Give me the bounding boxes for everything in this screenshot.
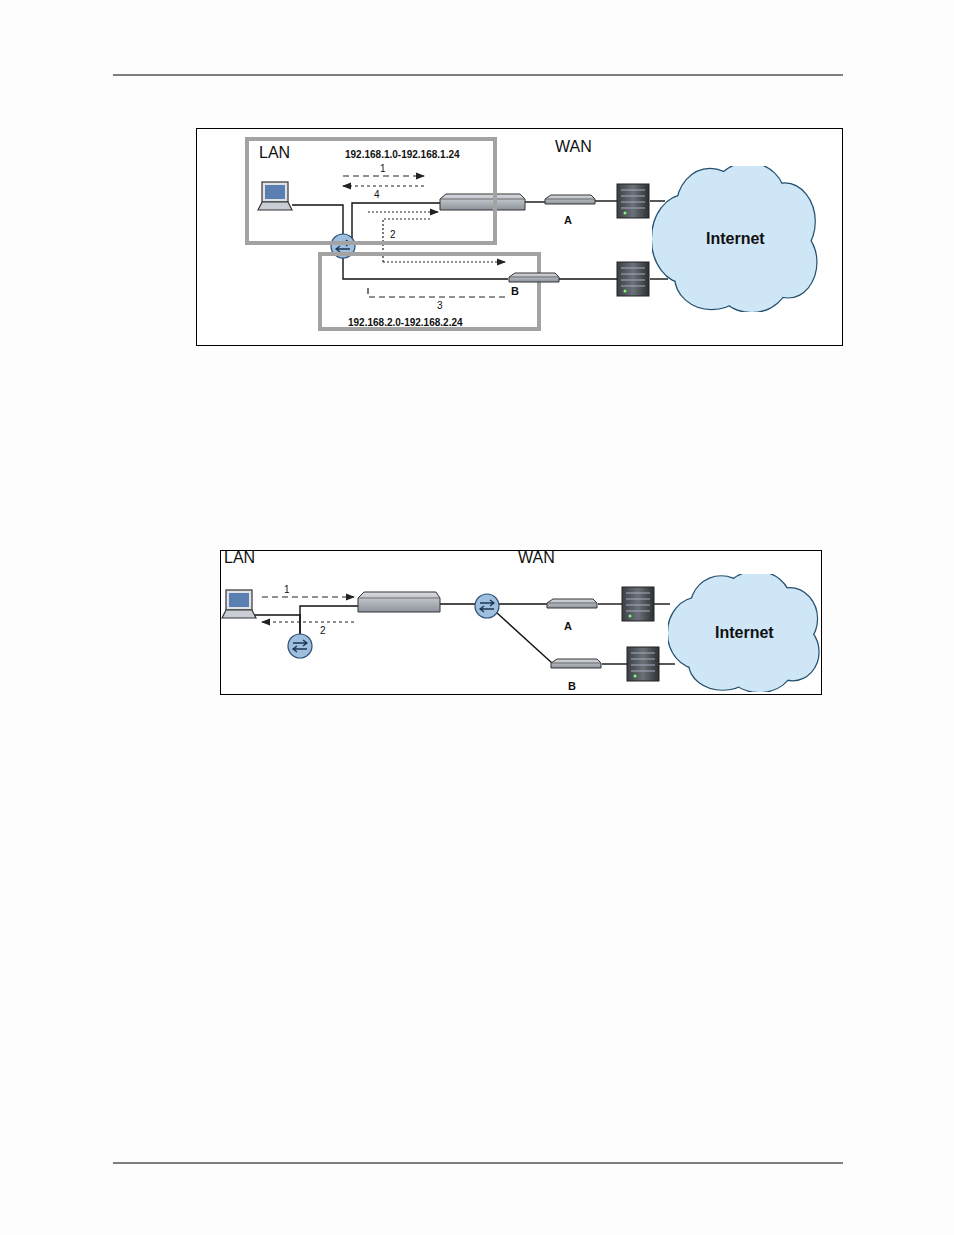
callout-number: 3 [437,300,443,311]
zone-label: LAN [224,549,255,567]
cloud-label: Internet [706,230,765,248]
zone-label: LAN [259,144,290,162]
cloud-label: Internet [715,624,774,642]
modem-icon [544,194,604,208]
device-letter: A [564,214,572,226]
modem-a: A [546,598,602,634]
callout-number: 4 [374,189,380,200]
modem-b: B [550,658,606,694]
modem-b: B [506,272,558,298]
device-letter: B [568,680,576,692]
callout-number: 2 [320,625,326,636]
modem-icon [546,598,606,612]
lan-region: LAN 192.168.1.0-192.168.1.24 [245,137,497,245]
modem-a: A [544,194,600,230]
callout-number: 1 [380,163,386,174]
internet-cloud: Internet [652,166,818,312]
device-letter: A [564,620,572,632]
modem-icon [508,272,568,286]
subnet-range: 192.168.1.0-192.168.1.24 [345,149,460,160]
zone-label: WAN [555,138,592,156]
zone-label: WAN [518,549,555,567]
subnet-region: 192.168.2.0-192.168.2.24 [318,252,541,331]
modem-icon [550,658,610,672]
callout-number: 1 [284,584,290,595]
subnet-range: 192.168.2.0-192.168.2.24 [348,317,463,328]
internet-cloud: Internet [668,574,820,692]
callout-number: 2 [390,229,396,240]
device-letter: B [511,285,519,297]
